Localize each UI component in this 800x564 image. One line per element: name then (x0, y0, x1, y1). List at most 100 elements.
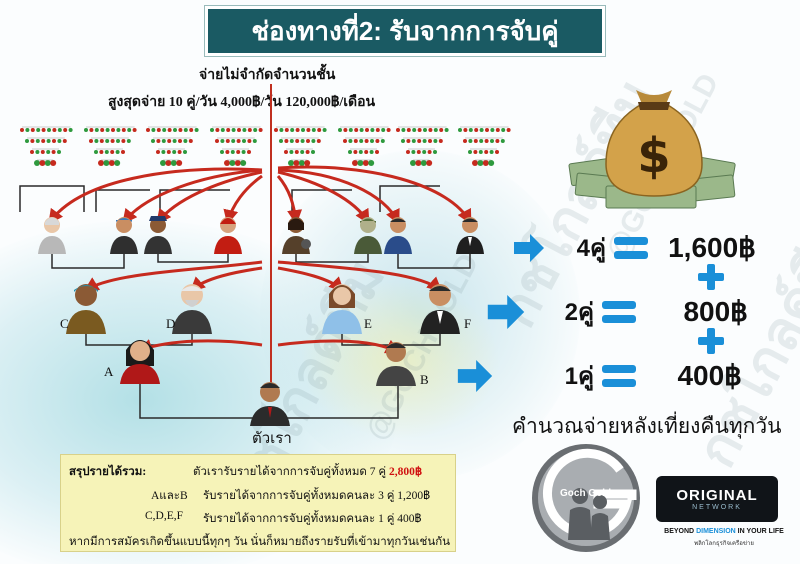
page-title: ช่องทางที่2: รับจากการจับคู่ (251, 15, 559, 46)
label-f: F (464, 316, 472, 331)
lower-member-node (110, 139, 115, 143)
label-a: A (104, 364, 114, 379)
lower-member-node (46, 139, 51, 143)
lower-member-node (433, 139, 438, 143)
lower-member-node (231, 128, 236, 132)
lower-member-node (39, 160, 46, 166)
lower-member-node (114, 160, 121, 166)
header-max-payout: สูงสุดจ่าย 10 คู่/วัน 4,000฿/วัน 120,000… (108, 95, 376, 110)
lower-member-node (30, 128, 35, 132)
lower-member-node (401, 139, 405, 143)
lower-member-node (284, 139, 289, 143)
lower-member-node (293, 160, 300, 166)
lower-member-node (178, 128, 183, 132)
lower-member-node (94, 128, 99, 132)
summary-daily-note: หากมีการสมัครเกิดขึ้นแบบนี้ทุกๆ วัน นั่น… (69, 536, 451, 548)
original-tagline-sub: พลิกโลกธุรกิจเครือข่าย (694, 541, 754, 547)
lower-member-node (495, 128, 500, 132)
lower-member-node (94, 150, 98, 154)
lower-member-node (463, 128, 468, 132)
lower-member-node (25, 139, 29, 143)
member-d-avatar-icon (172, 284, 212, 334)
lower-member-node (375, 150, 379, 154)
lower-member-node (220, 150, 224, 154)
lower-member-node (215, 128, 220, 132)
lower-member-node (458, 128, 462, 132)
lower-member-node (317, 128, 322, 132)
lower-member-node (288, 160, 294, 166)
svg-text:$: $ (637, 128, 670, 184)
lower-member-node (417, 128, 422, 132)
lower-member-node (362, 160, 369, 166)
lower-member-node (156, 128, 161, 132)
member-avatar-icon (384, 217, 412, 254)
lower-member-node (289, 139, 294, 143)
lower-member-node (98, 160, 104, 166)
lower-member-node (348, 139, 353, 143)
lower-member-node (52, 128, 57, 132)
lower-member-node (338, 128, 342, 132)
summary-self-income: ตัวเรารับรายได้จากการจับคู่ทั้งหมด 7 คู่… (193, 463, 422, 481)
payout-amount: 400฿ (677, 360, 742, 391)
lower-member-node (311, 139, 316, 143)
lower-member-node (183, 139, 188, 143)
lower-member-node (305, 150, 310, 154)
lower-member-node (353, 139, 358, 143)
lower-member-node (46, 150, 51, 154)
lower-member-node (132, 128, 137, 132)
lower-member-node (104, 150, 109, 154)
tagline-part: BEYOND (664, 528, 697, 535)
lower-member-node (121, 139, 126, 143)
lower-member-node (108, 160, 115, 166)
summary-ab-who: AและB (151, 490, 188, 502)
lower-member-node (365, 128, 369, 132)
lower-member-node (364, 150, 369, 154)
lower-member-node (381, 128, 386, 132)
lower-member-node (433, 150, 437, 154)
lower-member-node (306, 139, 310, 143)
original-logo-sub: NETWORK (692, 504, 742, 511)
lower-member-node (370, 139, 374, 143)
member-avatar-icon (456, 217, 484, 254)
lower-member-node (166, 150, 171, 154)
lower-member-node (298, 160, 305, 166)
lower-member-node (241, 150, 246, 154)
lower-member-node (359, 128, 364, 132)
lower-member-node (178, 139, 182, 143)
lower-member-node (484, 150, 489, 154)
lower-member-node (115, 150, 120, 154)
plus-icon (698, 328, 724, 354)
lower-member-node (127, 128, 132, 132)
lower-member-node (35, 139, 40, 143)
blue-arrow-icon (457, 359, 493, 392)
member-avatar-icon (354, 217, 382, 254)
lower-member-node (231, 139, 236, 143)
lower-member-node (322, 128, 327, 132)
lower-member-node (433, 128, 438, 132)
lower-member-node (490, 128, 495, 132)
lower-member-node (284, 128, 289, 132)
lower-member-node (477, 160, 484, 166)
label-b: B (420, 372, 429, 387)
lower-member-node (35, 150, 40, 154)
lower-member-node (63, 128, 68, 132)
summary-ab-text: รับรายได้จากการจับคู่ทั้งหมดคนละ 3 คู่ 1… (203, 490, 431, 502)
lower-member-node (162, 128, 167, 132)
lower-member-node (25, 128, 30, 132)
lower-member-node (105, 139, 110, 143)
lower-member-node (103, 160, 110, 166)
lower-member-node (229, 160, 236, 166)
lower-member-node (406, 139, 411, 143)
summary-self-text: ตัวเรารับรายได้จากการจับคู่ทั้งหมด 7 คู่ (193, 466, 387, 478)
lower-member-node (279, 139, 283, 143)
lower-member-node (343, 128, 348, 132)
payout-amount: 1,600฿ (668, 232, 756, 263)
lower-member-node (40, 150, 45, 154)
equals-icon (602, 364, 636, 387)
lower-member-node (44, 160, 51, 166)
lower-member-node (230, 150, 235, 154)
lower-member-node (116, 139, 120, 143)
lower-member-node (234, 160, 241, 166)
member-a-avatar-icon (120, 340, 160, 384)
lower-member-node (473, 139, 478, 143)
